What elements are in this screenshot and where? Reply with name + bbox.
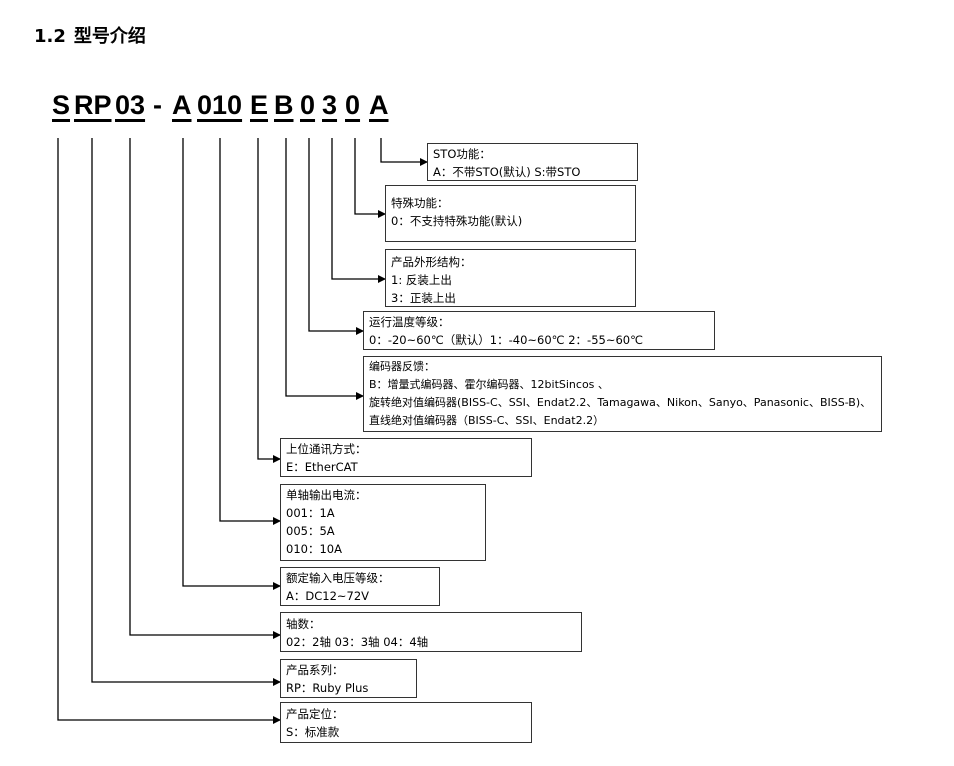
axes-line: 02：2轴 03：3轴 04：4轴 bbox=[286, 635, 429, 649]
section-title: 型号介绍 bbox=[73, 26, 146, 47]
series-box: 产品系列： RP：Ruby Plus bbox=[280, 659, 417, 698]
code-segment-voltage: A bbox=[172, 90, 192, 120]
special-title: 特殊功能： bbox=[391, 196, 449, 210]
encoder-line-1: B：增量式编码器、霍尔编码器、12bitSincos 、 bbox=[369, 378, 609, 391]
axes-title: 轴数： bbox=[286, 617, 321, 631]
sto-title: STO功能： bbox=[433, 147, 491, 161]
code-segment-sto: A bbox=[369, 90, 389, 120]
voltage-box: 额定输入电压等级： A：DC12~72V bbox=[280, 567, 440, 606]
position-line: S：标准款 bbox=[286, 725, 340, 739]
position-title: 产品定位： bbox=[286, 707, 344, 721]
connector-current bbox=[219, 138, 281, 525]
axes-box: 轴数： 02：2轴 03：3轴 04：4轴 bbox=[280, 612, 582, 652]
connector-temperature bbox=[308, 138, 364, 335]
section-heading: 1.2 型号介绍 bbox=[34, 22, 154, 48]
current-box: 单轴输出电流： 001：1A 005：5A 010：10A bbox=[280, 484, 486, 561]
code-segment-encoder: B bbox=[274, 90, 294, 120]
temperature-box: 运行温度等级： 0：-20~60℃（默认）1：-40~60℃ 2：-55~60℃ bbox=[363, 311, 715, 350]
encoder-line-2: 旋转绝对值编码器(BISS-C、SSI、Endat2.2、Tamagawa、Ni… bbox=[369, 396, 872, 409]
structure-box: 产品外形结构： 1: 反装上出 3：正装上出 bbox=[385, 249, 636, 307]
temperature-line: 0：-20~60℃（默认）1：-40~60℃ 2：-55~60℃ bbox=[369, 333, 644, 347]
section-number: 1.2 bbox=[34, 26, 66, 47]
current-title: 单轴输出电流： bbox=[286, 488, 367, 502]
code-segment-current: 010 bbox=[197, 90, 243, 120]
code-segment-s: S bbox=[52, 90, 71, 120]
connector-comm bbox=[257, 138, 281, 463]
current-line-1: 001：1A bbox=[286, 506, 335, 520]
special-line: 0：不支持特殊功能(默认) bbox=[391, 214, 523, 228]
position-box: 产品定位： S：标准款 bbox=[280, 702, 532, 743]
comm-box: 上位通讯方式： E：EtherCAT bbox=[280, 438, 532, 477]
structure-line-1: 1: 反装上出 bbox=[391, 273, 452, 287]
code-segment-comm: E bbox=[250, 90, 269, 120]
code-segment-rp: RP bbox=[74, 90, 112, 120]
special-box: 特殊功能： 0：不支持特殊功能(默认) bbox=[385, 185, 636, 242]
comm-line: E：EtherCAT bbox=[286, 460, 358, 474]
voltage-line: A：DC12~72V bbox=[286, 589, 370, 603]
sto-box: STO功能： A：不带STO(默认) S:带STO bbox=[427, 143, 638, 181]
temperature-title: 运行温度等级： bbox=[369, 315, 450, 329]
sto-line: A：不带STO(默认) S:带STO bbox=[433, 165, 581, 179]
connector-special bbox=[354, 138, 386, 218]
structure-line-2: 3：正装上出 bbox=[391, 291, 456, 305]
comm-title: 上位通讯方式： bbox=[286, 442, 367, 456]
voltage-title: 额定输入电压等级： bbox=[286, 571, 390, 585]
code-segment-temperature: 0 bbox=[300, 90, 316, 120]
encoder-title: 编码器反馈： bbox=[369, 360, 435, 373]
connector-position bbox=[57, 138, 281, 724]
connector-structure bbox=[331, 138, 386, 283]
connector-voltage bbox=[182, 138, 281, 590]
connector-encoder bbox=[285, 138, 364, 400]
series-title: 产品系列： bbox=[286, 663, 344, 677]
connector-axes bbox=[129, 138, 281, 639]
series-line: RP：Ruby Plus bbox=[286, 681, 369, 695]
current-line-2: 005：5A bbox=[286, 524, 335, 538]
encoder-box: 编码器反馈： B：增量式编码器、霍尔编码器、12bitSincos 、 旋转绝对… bbox=[363, 356, 882, 432]
code-separator: - bbox=[153, 90, 162, 120]
code-segment-special: 0 bbox=[345, 90, 361, 120]
encoder-line-3: 直线绝对值编码器（BISS-C、SSI、Endat2.2） bbox=[369, 414, 605, 427]
structure-title: 产品外形结构： bbox=[391, 255, 472, 269]
connector-series bbox=[91, 138, 281, 686]
connector-sto bbox=[380, 138, 428, 166]
code-segment-axes: 03 bbox=[115, 90, 146, 120]
current-line-3: 010：10A bbox=[286, 542, 342, 556]
code-segment-structure: 3 bbox=[322, 90, 338, 120]
